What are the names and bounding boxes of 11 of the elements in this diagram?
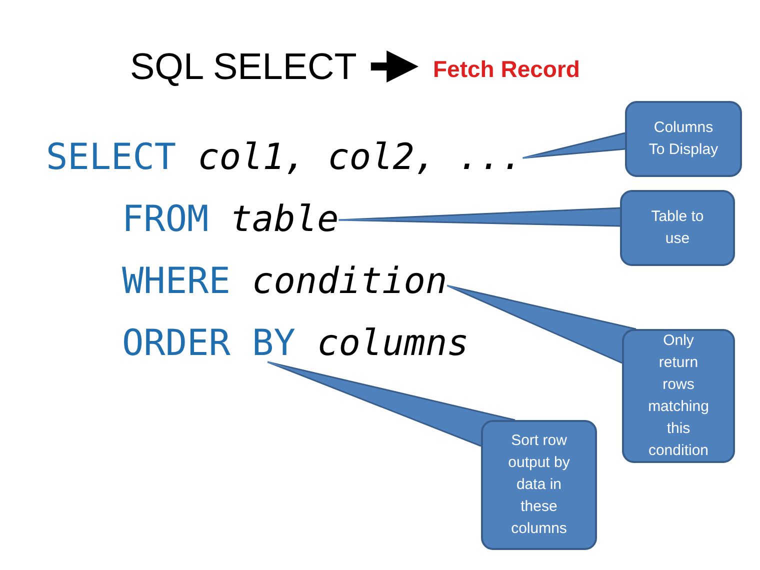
- title-text: SQL SELECT: [130, 48, 357, 85]
- callout-box: Only return rows matching this condition: [622, 329, 735, 463]
- callout-box: Table to use: [620, 190, 735, 266]
- subtitle-text: Fetch Record: [433, 58, 580, 81]
- code-line: FROM table: [122, 202, 339, 238]
- callout-box: Columns To Display: [625, 101, 742, 177]
- code-line: ORDER BY columns: [122, 326, 469, 362]
- code-line: SELECT col1, col2, ...: [46, 140, 523, 176]
- code-line: WHERE condition: [122, 264, 448, 300]
- callout-box: Sort row output by data in these columns: [481, 420, 597, 550]
- arrow: [370, 50, 419, 82]
